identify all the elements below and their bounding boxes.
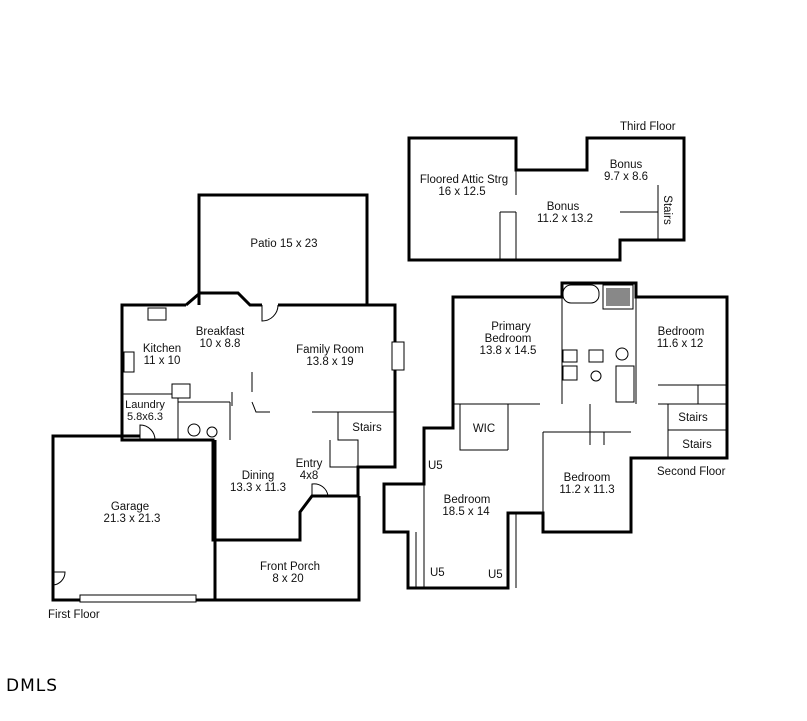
stairs-second-a-label: Stairs xyxy=(678,412,708,424)
primary-toilet xyxy=(615,347,629,361)
kitchen-size: 11 x 10 xyxy=(144,355,181,367)
u5-label-a: U5 xyxy=(428,460,443,472)
hall-toilet xyxy=(590,370,602,382)
garage-size: 21.3 x 21.3 xyxy=(104,513,161,525)
breakfast-label: Breakfast xyxy=(196,326,245,338)
wic-label: WIC xyxy=(473,423,495,435)
patio-door xyxy=(261,304,279,322)
fireplace xyxy=(391,341,405,371)
family-room-size: 13.8 x 19 xyxy=(306,356,353,368)
third-floor-outline xyxy=(407,136,686,262)
first-floor: Patio 15 x 23 Breakfast 10 x 8.8 Kitchen… xyxy=(48,193,405,621)
third-floor-interior-walls xyxy=(499,170,659,260)
front-porch-label: Front Porch xyxy=(260,561,320,573)
front-porch-outline xyxy=(213,496,361,602)
hall-tub xyxy=(615,365,635,403)
garage-side-door xyxy=(52,571,66,586)
entry-label: Entry xyxy=(296,458,323,470)
mls-watermark: DMLS xyxy=(6,676,59,696)
second-floor-interior-walls xyxy=(415,297,727,588)
bedroom-ne-size: 11.6 x 12 xyxy=(657,338,703,350)
primary-sink-right xyxy=(588,349,604,363)
primary-label: Primary xyxy=(491,321,531,333)
bonus-a-label: Bonus xyxy=(610,159,643,171)
stairs-first-label: Stairs xyxy=(352,422,382,434)
second-floor: Primary Bedroom 13.8 x 14.5 Bedroom 11.6… xyxy=(382,281,729,590)
bonus-b-size: 11.2 x 13.2 xyxy=(537,213,593,225)
kitchen-range xyxy=(123,351,135,373)
third-floor-label: Third Floor xyxy=(620,121,676,133)
primary-tub xyxy=(562,284,600,304)
attic-label: Floored Attic Strg xyxy=(420,174,508,186)
entry-size: 4x8 xyxy=(300,470,319,482)
attic-size: 16 x 12.5 xyxy=(438,186,485,198)
family-room-label: Family Room xyxy=(296,344,364,356)
first-floor-label: First Floor xyxy=(48,609,100,621)
second-floor-label: Second Floor xyxy=(657,466,726,478)
kitchen-label: Kitchen xyxy=(143,343,181,355)
garage-door xyxy=(79,594,197,603)
front-porch-size: 8 x 20 xyxy=(272,573,303,585)
breakfast-size: 10 x 8.8 xyxy=(200,338,241,350)
shower-floor xyxy=(606,288,630,306)
stairs-third-label: Stairs xyxy=(661,195,673,225)
bonus-a-size: 9.7 x 8.6 xyxy=(604,171,648,183)
bonus-b-label: Bonus xyxy=(547,201,580,213)
patio-label: Patio 15 x 23 xyxy=(250,238,317,250)
u5-label-b: U5 xyxy=(430,567,445,579)
half-bath-sink xyxy=(206,426,218,438)
laundry-label: Laundry xyxy=(125,399,165,411)
bedroom-mid-label: Bedroom xyxy=(564,472,611,484)
kitchen-sink xyxy=(147,307,167,321)
third-floor: Floored Attic Strg 16 x 12.5 Bonus 9.7 x… xyxy=(407,121,686,262)
bedroom-sw-size: 18.5 x 14 xyxy=(442,506,490,518)
u5-label-c: U5 xyxy=(488,569,503,581)
bedroom-mid-size: 11.2 x 11.3 xyxy=(559,484,614,496)
first-floor-interior-walls xyxy=(122,372,395,468)
primary-sink-left xyxy=(562,349,578,363)
entry-door xyxy=(311,483,329,497)
garage-label: Garage xyxy=(111,501,149,513)
half-bath-toilet xyxy=(187,423,201,437)
main-house-outline xyxy=(120,291,397,542)
bedroom-ne-label: Bedroom xyxy=(658,326,705,338)
bedroom-sw-label: Bedroom xyxy=(444,494,491,506)
primary-label-2: Bedroom xyxy=(485,333,532,345)
laundry-size: 5.8x6.3 xyxy=(127,411,163,423)
stairs-second-b-label: Stairs xyxy=(682,439,712,451)
laundry-machine xyxy=(171,383,191,399)
dining-label: Dining xyxy=(242,470,275,482)
laundry-door xyxy=(139,424,156,441)
primary-vanity xyxy=(562,365,578,381)
dining-size: 13.3 x 11.3 xyxy=(230,482,286,494)
patio-outline xyxy=(197,193,369,305)
primary-size: 13.8 x 14.5 xyxy=(480,345,537,357)
